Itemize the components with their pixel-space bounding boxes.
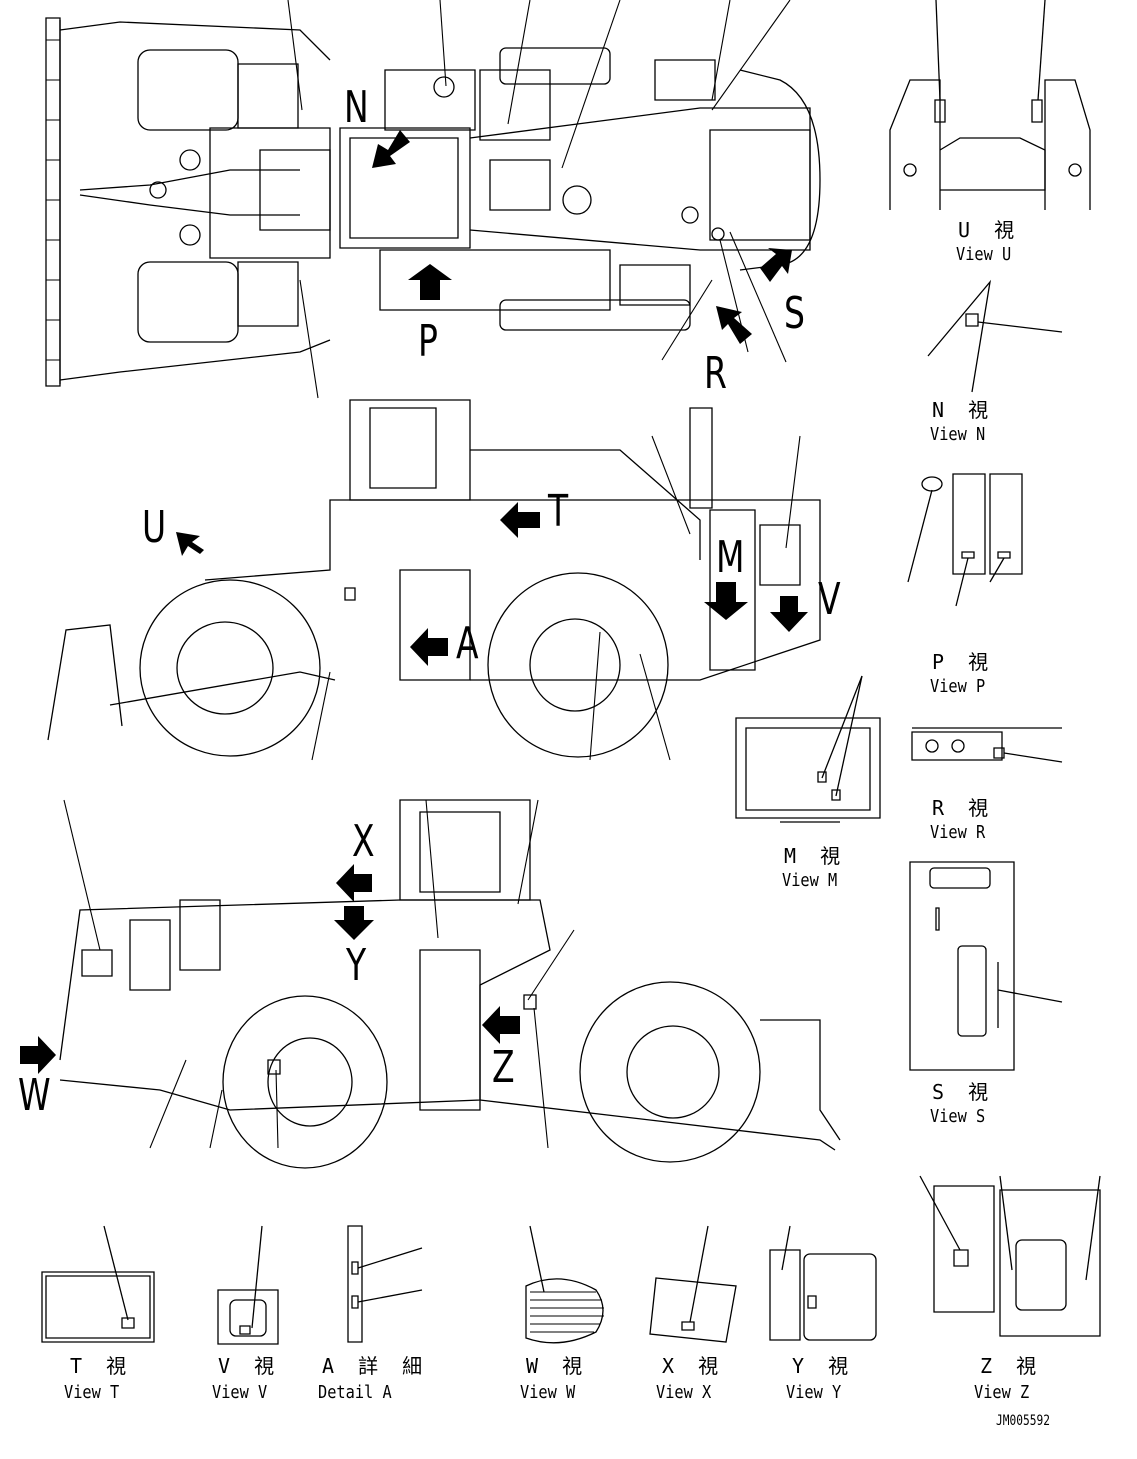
view-y-caption-en: View Y <box>786 1382 842 1403</box>
callout-m: M <box>716 532 745 583</box>
arrow-v <box>770 596 808 632</box>
callout-r: R <box>704 348 727 399</box>
view-y-drawing <box>770 1226 876 1340</box>
arrow-s <box>760 248 792 282</box>
arrow-x <box>336 864 372 902</box>
arrow-z <box>482 1006 520 1044</box>
callout-s: S <box>784 288 805 339</box>
view-r-caption-en: View R <box>930 822 986 843</box>
view-u-caption-en: View U <box>956 244 1012 265</box>
callout-z: Z <box>492 1042 515 1093</box>
callout-y: Y <box>346 940 367 991</box>
arrow-w <box>20 1036 56 1074</box>
callout-u: U <box>142 502 167 553</box>
detail-a-caption-jp: A 詳 細 <box>322 1354 429 1378</box>
view-w-drawing <box>526 1226 604 1343</box>
view-v-caption-jp: V 視 <box>218 1354 281 1378</box>
view-x-caption-jp: X 視 <box>662 1354 725 1378</box>
view-v-caption-en: View V <box>212 1382 268 1403</box>
view-x-drawing <box>650 1226 736 1342</box>
arrow-r <box>716 306 752 344</box>
callout-a: A <box>456 618 479 669</box>
view-p-drawing <box>908 474 1022 606</box>
view-p-caption-en: View P <box>930 676 986 697</box>
view-u-caption-jp: U 視 <box>958 218 1021 242</box>
view-n-caption-jp: N 視 <box>932 398 995 422</box>
view-m-caption-en: View M <box>782 870 838 891</box>
view-z-caption-en: View Z <box>974 1382 1030 1403</box>
view-t-caption-jp: T 視 <box>70 1354 133 1378</box>
view-p-caption-jp: P 視 <box>932 650 995 674</box>
view-t-drawing <box>42 1226 154 1342</box>
view-z-caption-jp: Z 視 <box>980 1354 1043 1378</box>
view-z-drawing <box>920 1176 1100 1336</box>
arrow-p <box>408 264 452 300</box>
view-x-caption-en: View X <box>656 1382 712 1403</box>
arrow-n <box>372 130 410 168</box>
arrow-u <box>176 532 204 556</box>
view-s-drawing <box>910 862 1062 1070</box>
view-s-caption-jp: S 視 <box>932 1080 995 1104</box>
view-v-drawing <box>218 1226 278 1344</box>
view-y-caption-jp: Y 視 <box>792 1354 855 1378</box>
callout-p: P <box>418 316 438 367</box>
arrow-m <box>704 582 748 620</box>
drawing-code: JM005592 <box>996 1413 1050 1429</box>
view-n-caption-en: View N <box>930 424 986 445</box>
detail-a-caption-en: Detail A <box>318 1382 392 1403</box>
callout-n: N <box>344 82 369 133</box>
view-r-drawing <box>912 728 1062 762</box>
view-m-caption-jp: M 視 <box>784 844 847 868</box>
view-n-drawing <box>928 282 1062 392</box>
right-side-view <box>60 800 840 1168</box>
callout-w: W <box>18 1070 51 1121</box>
left-side-view <box>48 400 820 760</box>
view-s-caption-en: View S <box>930 1106 986 1127</box>
detail-a-drawing <box>348 1226 422 1342</box>
arrow-t <box>500 502 540 538</box>
callout-v: V <box>818 574 841 625</box>
view-t-caption-en: View T <box>64 1382 120 1403</box>
arrow-y <box>334 906 374 940</box>
view-w-caption-en: View W <box>520 1382 576 1403</box>
callout-t: T <box>548 486 569 537</box>
arrow-a <box>410 628 448 666</box>
view-u-drawing <box>890 0 1090 210</box>
view-m-drawing <box>736 676 880 822</box>
top-plan-view <box>46 0 820 398</box>
view-w-caption-jp: W 視 <box>526 1354 589 1378</box>
callout-x: X <box>352 816 375 867</box>
view-r-caption-jp: R 視 <box>932 796 995 820</box>
